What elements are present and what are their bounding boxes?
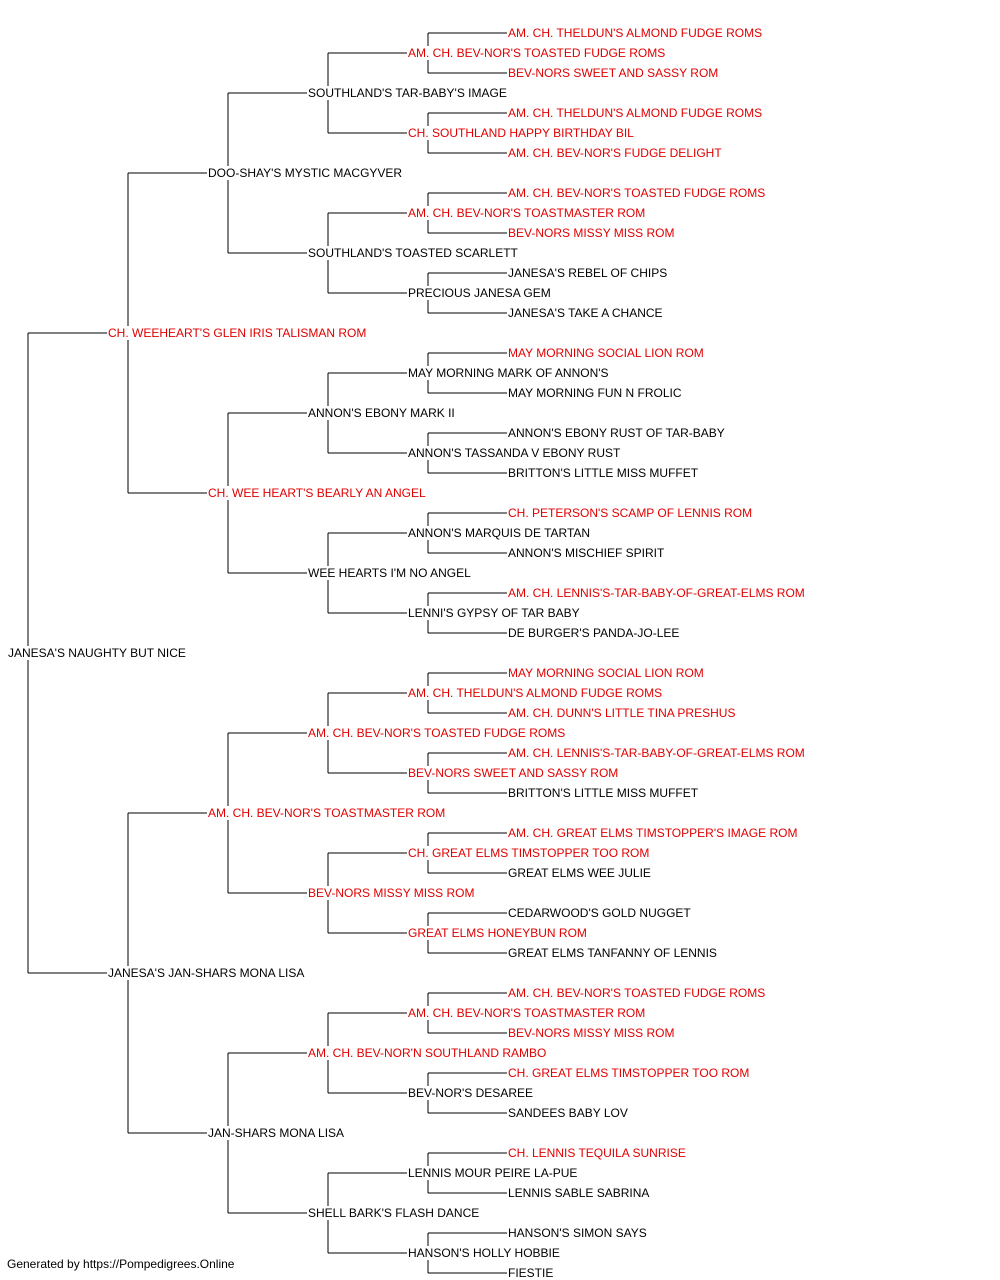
- pedigree-entry-dam: BRITTON'S LITTLE MISS MUFFET: [507, 466, 700, 480]
- pedigree-entry-sire: ANNON'S EBONY MARK II: [307, 406, 456, 420]
- pedigree-entry-sire: CH. PETERSON'S SCAMP OF LENNIS ROM: [507, 506, 754, 520]
- pedigree-entry-dam: BRITTON'S LITTLE MISS MUFFET: [507, 786, 700, 800]
- pedigree-entry-dam: GREAT ELMS WEE JULIE: [507, 866, 652, 880]
- pedigree-entry-sire: AM. CH. BEV-NOR'S TOASTED FUDGE ROMS: [407, 46, 667, 60]
- pedigree-entry-sire: AM. CH. GREAT ELMS TIMSTOPPER'S IMAGE RO…: [507, 826, 799, 840]
- pedigree-entry-sire: CEDARWOOD'S GOLD NUGGET: [507, 906, 692, 920]
- pedigree-entry-sire: JANESA'S REBEL OF CHIPS: [507, 266, 669, 280]
- pedigree-entry-dam: FIESTIE: [507, 1266, 555, 1280]
- pedigree-entry-sire: DOO-SHAY'S MYSTIC MACGYVER: [207, 166, 404, 180]
- pedigree-entry-sire: CH. LENNIS TEQUILA SUNRISE: [507, 1146, 687, 1160]
- pedigree-entry-sire: AM. CH. BEV-NOR'S TOASTMASTER ROM: [207, 806, 447, 820]
- pedigree-entry-dam: SOUTHLAND'S TOASTED SCARLETT: [307, 246, 519, 260]
- pedigree-entry-sire: AM. CH. BEV-NOR'S TOASTED FUDGE ROMS: [307, 726, 567, 740]
- pedigree-entry-dam: BEV-NORS MISSY MISS ROM: [507, 1026, 676, 1040]
- pedigree-entry-dam: BEV-NORS SWEET AND SASSY ROM: [407, 766, 620, 780]
- pedigree-entry-dam: DE BURGER'S PANDA-JO-LEE: [507, 626, 681, 640]
- pedigree-entry-dam: JANESA'S JAN-SHARS MONA LISA: [107, 966, 306, 980]
- pedigree-entry-dam: ANNON'S TASSANDA V EBONY RUST: [407, 446, 622, 460]
- pedigree-entry-sire: AM. CH. BEV-NOR'S TOASTMASTER ROM: [407, 1006, 647, 1020]
- pedigree-entry-dam: MAY MORNING FUN N FROLIC: [507, 386, 683, 400]
- pedigree-entry-dam: HANSON'S HOLLY HOBBIE: [407, 1246, 561, 1260]
- pedigree-entry-dam: SANDEES BABY LOV: [507, 1106, 629, 1120]
- pedigree-entry-dam: SHELL BARK'S FLASH DANCE: [307, 1206, 481, 1220]
- pedigree-entry-sire: AM. CH. BEV-NOR'S TOASTED FUDGE ROMS: [507, 186, 767, 200]
- pedigree-entry-sire: AM. CH. THELDUN'S ALMOND FUDGE ROMS: [507, 26, 764, 40]
- pedigree-entry-dam: JANESA'S TAKE A CHANCE: [507, 306, 664, 320]
- pedigree-entry-sire: ANNON'S EBONY RUST OF TAR-BABY: [507, 426, 726, 440]
- pedigree-entry-subject: JANESA'S NAUGHTY BUT NICE: [7, 646, 187, 660]
- pedigree-entry-sire: AM. CH. THELDUN'S ALMOND FUDGE ROMS: [507, 106, 764, 120]
- pedigree-entry-dam: AM. CH. BEV-NOR'S FUDGE DELIGHT: [507, 146, 723, 160]
- pedigree-entry-dam: BEV-NORS MISSY MISS ROM: [507, 226, 676, 240]
- pedigree-entry-dam: ANNON'S MISCHIEF SPIRIT: [507, 546, 666, 560]
- pedigree-entry-sire: CH. GREAT ELMS TIMSTOPPER TOO ROM: [407, 846, 651, 860]
- generated-by-footer: Generated by https://Pompedigrees.Online: [7, 1257, 235, 1271]
- pedigree-entry-sire: CH. WEEHEART'S GLEN IRIS TALISMAN ROM: [107, 326, 368, 340]
- pedigree-entry-sire: AM. CH. LENNIS'S-TAR-BABY-OF-GREAT-ELMS …: [507, 746, 806, 760]
- pedigree-entry-sire: MAY MORNING SOCIAL LION ROM: [507, 666, 705, 680]
- pedigree-entry-sire: AM. CH. THELDUN'S ALMOND FUDGE ROMS: [407, 686, 664, 700]
- pedigree-entry-dam: JAN-SHARS MONA LISA: [207, 1126, 346, 1140]
- pedigree-entry-sire: AM. CH. BEV-NOR'N SOUTHLAND RAMBO: [307, 1046, 548, 1060]
- pedigree-entry-dam: WEE HEARTS I'M NO ANGEL: [307, 566, 472, 580]
- pedigree-entry-dam: CH. SOUTHLAND HAPPY BIRTHDAY BIL: [407, 126, 635, 140]
- pedigree-entry-sire: AM. CH. BEV-NOR'S TOASTMASTER ROM: [407, 206, 647, 220]
- pedigree-entry-sire: MAY MORNING SOCIAL LION ROM: [507, 346, 705, 360]
- pedigree-entry-dam: BEV-NORS MISSY MISS ROM: [307, 886, 476, 900]
- pedigree-entry-dam: LENNIS SABLE SABRINA: [507, 1186, 651, 1200]
- pedigree-entry-dam: GREAT ELMS TANFANNY OF LENNIS: [507, 946, 718, 960]
- pedigree-entry-dam: AM. CH. DUNN'S LITTLE TINA PRESHUS: [507, 706, 737, 720]
- pedigree-entry-sire: MAY MORNING MARK OF ANNON'S: [407, 366, 610, 380]
- pedigree-entry-sire: AM. CH. BEV-NOR'S TOASTED FUDGE ROMS: [507, 986, 767, 1000]
- pedigree-entry-dam: BEV-NORS SWEET AND SASSY ROM: [507, 66, 720, 80]
- pedigree-entry-dam: PRECIOUS JANESA GEM: [407, 286, 552, 300]
- pedigree-entry-sire: AM. CH. LENNIS'S-TAR-BABY-OF-GREAT-ELMS …: [507, 586, 806, 600]
- pedigree-entry-dam: CH. WEE HEART'S BEARLY AN ANGEL: [207, 486, 427, 500]
- pedigree-entry-sire: HANSON'S SIMON SAYS: [507, 1226, 648, 1240]
- pedigree-entry-dam: GREAT ELMS HONEYBUN ROM: [407, 926, 588, 940]
- pedigree-entry-dam: LENNI'S GYPSY OF TAR BABY: [407, 606, 581, 620]
- pedigree-entry-sire: LENNIS MOUR PEIRE LA-PUE: [407, 1166, 579, 1180]
- pedigree-entry-sire: ANNON'S MARQUIS DE TARTAN: [407, 526, 592, 540]
- pedigree-entry-dam: BEV-NOR'S DESAREE: [407, 1086, 534, 1100]
- pedigree-entry-sire: SOUTHLAND'S TAR-BABY'S IMAGE: [307, 86, 508, 100]
- pedigree-entry-sire: CH. GREAT ELMS TIMSTOPPER TOO ROM: [507, 1066, 751, 1080]
